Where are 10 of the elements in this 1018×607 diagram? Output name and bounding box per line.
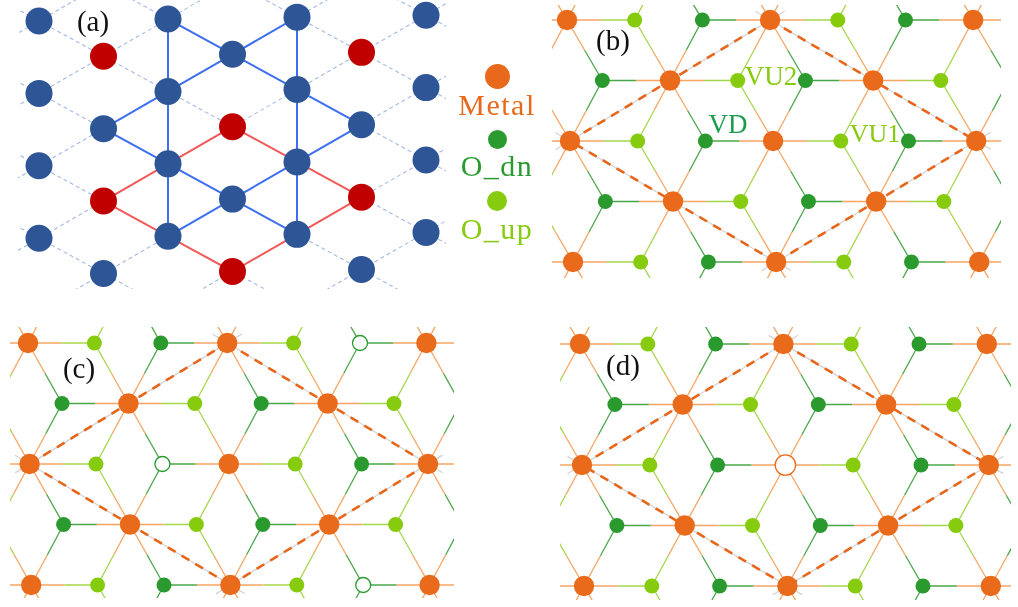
legend-label: O_up [460,214,534,244]
panel-label: (b) [596,25,630,55]
site-label: VU1 [849,121,901,147]
legend-label: Metal [458,90,536,120]
legend-label: O_dn [460,151,534,181]
site-label: VD [708,110,748,138]
panel-label: (a) [76,6,110,36]
panel-label: (d) [606,350,640,380]
panel-label: (c) [62,353,96,383]
site-label: VU2 [744,62,798,90]
